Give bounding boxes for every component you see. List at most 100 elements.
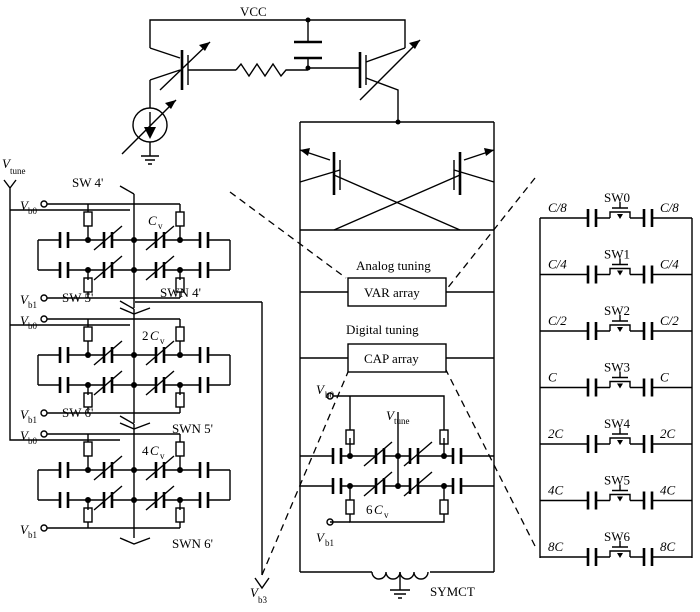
- bias-resistor: [83, 507, 93, 523]
- switch-label: SW4: [604, 416, 631, 431]
- cap-label-left: C/4: [548, 257, 567, 272]
- cv-number: 4: [142, 443, 149, 458]
- capacitor-plates: [58, 462, 210, 478]
- left-panel: V tune V b3: [2, 156, 270, 605]
- varactor-arrow: [93, 255, 175, 281]
- cap-label-right: C/4: [660, 257, 679, 272]
- bias-resistor: [83, 392, 93, 408]
- swn-label: SWN 5': [172, 421, 213, 436]
- cv-letter: C: [148, 213, 157, 228]
- vb1-sub: b1: [28, 300, 37, 310]
- junction-dot: [131, 382, 137, 388]
- capacitor-pair: [586, 322, 654, 340]
- vb1-v: V: [20, 522, 30, 537]
- vb0-sub: b0: [28, 321, 38, 331]
- bias-resistor: [83, 277, 93, 293]
- capacitor-pair: [586, 548, 654, 566]
- svg-text:V: V: [316, 382, 326, 397]
- symct-label: SYMCT: [430, 584, 475, 599]
- cv-letter: C: [150, 328, 159, 343]
- varactor-arrow: [93, 455, 175, 481]
- junction-dot: [131, 237, 137, 243]
- capacitor-pair: [586, 209, 654, 227]
- bias-resistor: [175, 211, 185, 227]
- junction-dot: [177, 237, 183, 243]
- switch-label: SW2: [604, 303, 630, 318]
- junction-dot: [85, 352, 91, 358]
- switch-arrow: [617, 214, 623, 219]
- capacitor-plates: [58, 377, 210, 393]
- cv-sub: v: [160, 336, 165, 346]
- varactor-arrow: [93, 225, 175, 251]
- vcc-rail: VCC: [149, 4, 406, 71]
- sw-gate: [119, 185, 151, 315]
- analog-tuning-label: Analog tuning: [356, 258, 431, 273]
- switch-arrow: [617, 327, 623, 332]
- junction-dot: [131, 267, 137, 273]
- svg-text:C: C: [374, 502, 383, 517]
- bias-resistor: [83, 326, 93, 342]
- switch-transistor: [609, 202, 631, 218]
- cap-label-left: C/8: [548, 200, 567, 215]
- resistor-top: [235, 62, 308, 78]
- switch-transistor: [609, 371, 631, 388]
- vb1-terminal: [40, 524, 48, 532]
- vb1-v: V: [20, 407, 30, 422]
- cap-label-left: C/2: [548, 313, 567, 328]
- switch-arrow: [617, 440, 623, 445]
- cap-label-right: 2C: [660, 426, 676, 441]
- capacitor-pair: [586, 265, 654, 284]
- capacitor-plates: [58, 347, 210, 363]
- cv-sub: v: [158, 221, 163, 231]
- cap-array-label: CAP array: [364, 351, 419, 366]
- junction-dot: [85, 467, 91, 473]
- zoom-lines: [229, 177, 536, 576]
- svg-text:v: v: [384, 510, 389, 520]
- top-transistor-right: [308, 39, 421, 122]
- varactor-arrow: [93, 340, 175, 366]
- svg-text:tune: tune: [394, 416, 410, 426]
- bias-resistor: [175, 392, 185, 408]
- cap-label-right: C/2: [660, 313, 679, 328]
- bias-resistor: [175, 507, 185, 523]
- bias-resistor: [83, 441, 93, 457]
- center-core: [299, 119, 495, 572]
- cap-label-right: C/8: [660, 200, 679, 215]
- sw-label: SW 6': [62, 405, 93, 420]
- switch-label: SW3: [604, 360, 630, 375]
- row-link: [37, 240, 231, 270]
- svg-text:tune: tune: [10, 166, 26, 176]
- switch-transistor: [609, 258, 631, 275]
- vb0-v: V: [20, 313, 30, 328]
- bias-resistor: [83, 211, 93, 227]
- vb1-sub: b1: [28, 530, 37, 540]
- cap-array-box: [347, 343, 447, 373]
- vb0-v: V: [20, 198, 30, 213]
- sw-gate: [119, 415, 151, 545]
- switch-arrow: [617, 383, 623, 389]
- capacitor-plates: [58, 262, 210, 278]
- cap-label-right: 8C: [660, 539, 676, 554]
- var-array-label: VAR array: [364, 285, 420, 300]
- vb0-terminal: [40, 315, 48, 323]
- vb1-terminal: [40, 294, 48, 302]
- sw-label: SW 5': [62, 290, 93, 305]
- cap-label-right: 4C: [660, 483, 676, 498]
- junction-dot: [131, 467, 137, 473]
- switch-transistor: [609, 428, 631, 444]
- junction-dot: [177, 382, 183, 388]
- vb1-terminal: [40, 409, 48, 417]
- row-link: [37, 470, 231, 500]
- capacitor-pair: [586, 378, 654, 397]
- svg-text:V: V: [2, 156, 12, 171]
- bias-wires: [47, 203, 181, 299]
- capacitor-plates: [58, 492, 210, 508]
- vcc-label: VCC: [240, 4, 267, 19]
